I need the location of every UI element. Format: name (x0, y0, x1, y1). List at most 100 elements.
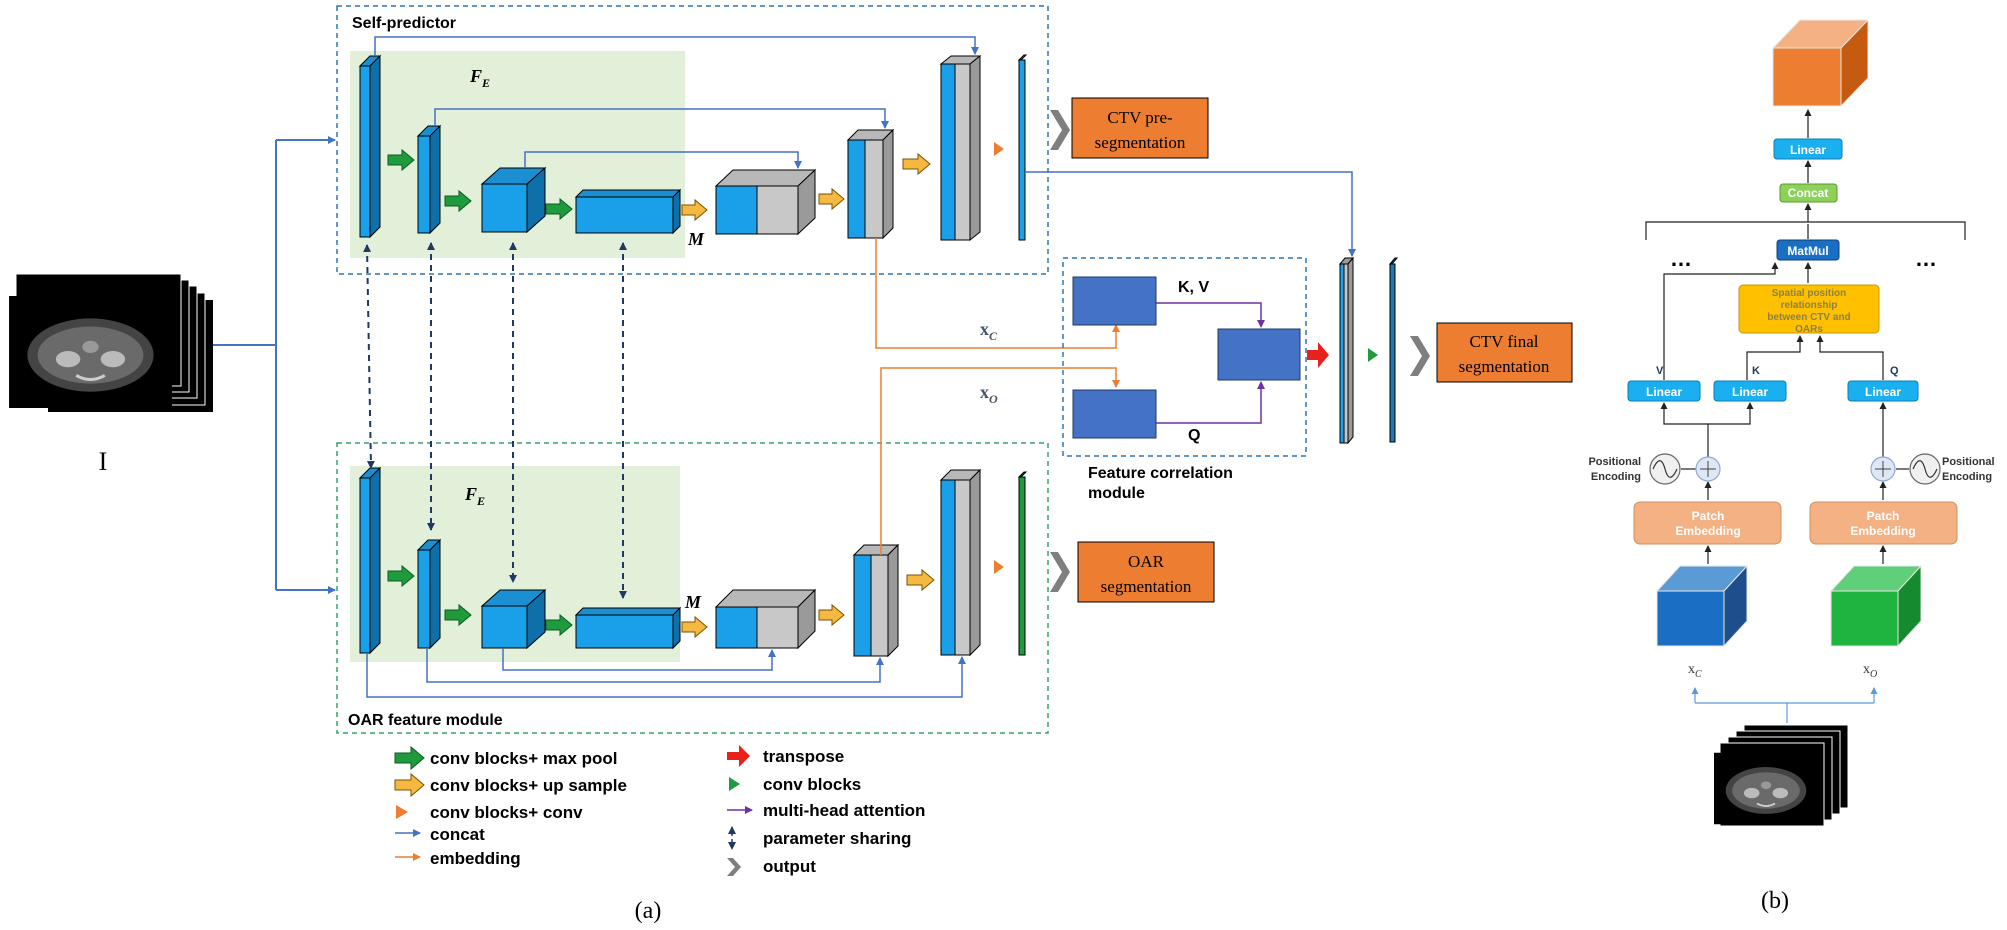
panel-b-label: (b) (1761, 888, 1789, 914)
svg-text:Linear: Linear (1790, 143, 1826, 157)
xc-label-b: xC (1688, 662, 1702, 680)
svg-text:OARs: OARs (1795, 324, 1823, 335)
panel-b-output-cube (1771, 18, 1870, 108)
panel-a-label: (a) (635, 898, 662, 924)
legend-item: transpose (763, 747, 844, 766)
patch-embedding-left: Patch Embedding (1633, 501, 1782, 545)
self-predictor-decoder (714, 54, 1028, 242)
self-predictor-flow-arrows (387, 142, 1004, 222)
input-label: I (99, 447, 108, 476)
legend-item: conv blocks+ up sample (430, 776, 627, 795)
xc-cube (1655, 564, 1749, 648)
svg-text:MatMul: MatMul (1787, 244, 1828, 258)
self-predictor-fe-label: FE (469, 66, 490, 90)
svg-text:Linear: Linear (1732, 385, 1768, 399)
legend-item: conv blocks (763, 775, 861, 794)
legend-upsample-icon (394, 772, 425, 798)
xo-cube (1829, 564, 1923, 648)
q-label-b: Q (1890, 365, 1899, 377)
pos-enc-left-1: Positional (1588, 456, 1641, 468)
attention-wiring (1663, 262, 1884, 380)
feature-correlation-blocks (1072, 276, 1301, 439)
legend-transpose-icon (727, 745, 750, 767)
attention-connections (1156, 302, 1265, 424)
legend-item: conv blocks+ max pool (430, 749, 618, 768)
linear-v-box: Linear (1627, 380, 1701, 402)
embedding-xo-label: xO (980, 382, 998, 406)
oar-module-title: OAR feature module (348, 712, 503, 729)
head-aggregation-lines (1645, 203, 1966, 240)
pos-enc-right-2: Encoding (1942, 471, 1992, 483)
input-split-arrows (213, 136, 336, 594)
matmul-box: MatMul (1776, 239, 1840, 261)
svg-text:Linear: Linear (1865, 385, 1901, 399)
pos-enc-left-2: Encoding (1591, 471, 1641, 483)
feature-correlation-title-1: Feature correlation (1088, 465, 1233, 482)
legend: conv blocks+ max pool conv blocks+ up sa… (394, 745, 925, 876)
oar-segmentation-box: OAR segmentation (1077, 541, 1215, 603)
transpose-arrow (1307, 342, 1329, 368)
oar-module-flow-arrows (387, 560, 1004, 639)
pos-enc-right-1: Positional (1942, 456, 1995, 468)
svg-text:Spatial position: Spatial position (1772, 288, 1846, 299)
legend-item: parameter sharing (763, 829, 911, 848)
svg-text:relationship: relationship (1781, 300, 1838, 311)
legend-item: embedding (430, 849, 521, 868)
svg-text:segmentation: segmentation (1459, 357, 1550, 376)
legend-conv-icon (396, 805, 408, 819)
concat-box: Concat (1779, 183, 1838, 203)
self-predictor-title: Self-predictor (352, 15, 456, 32)
linear-top-box: Linear (1773, 138, 1843, 160)
q-label: Q (1188, 427, 1200, 444)
svg-text:between CTV and: between CTV and (1767, 312, 1850, 323)
ctv-pre-segmentation-box: CTV pre- segmentation (1071, 97, 1209, 159)
oar-module-box (336, 442, 1049, 734)
legend-item: multi-head attention (763, 801, 925, 820)
parameter-sharing-arrows (363, 242, 627, 599)
oar-module-encoder (358, 466, 682, 655)
svg-text:Embedding: Embedding (1850, 524, 1915, 538)
svg-text:segmentation: segmentation (1095, 133, 1186, 152)
ellipsis-right: … (1915, 246, 1937, 271)
legend-convblock-icon (729, 777, 740, 791)
self-predictor-m-label: M (687, 229, 705, 249)
ctv-pre-concat-connection (1025, 171, 1356, 257)
kv-label: K, V (1178, 279, 1209, 296)
final-output-block (1388, 257, 1399, 443)
svg-text:OAR: OAR (1128, 552, 1165, 571)
k-label: K (1752, 365, 1760, 377)
final-conv-block-arrow (1368, 348, 1378, 362)
svg-text:Linear: Linear (1646, 385, 1682, 399)
oar-module-m-label: M (684, 592, 702, 612)
legend-item: output (763, 857, 816, 876)
add-circle-right (1870, 456, 1896, 482)
ctv-final-segmentation-box: CTV final segmentation (1436, 322, 1573, 383)
legend-item: concat (430, 825, 485, 844)
embedding-xc-label: xC (980, 319, 998, 343)
oar-module-fe-label: FE (464, 484, 485, 508)
svg-text:Patch: Patch (1867, 509, 1900, 523)
svg-text:CTV pre-: CTV pre- (1107, 108, 1173, 127)
self-predictor-box (336, 5, 1049, 275)
svg-text:Patch: Patch (1692, 509, 1725, 523)
pos-enc-wiring (1660, 402, 1909, 500)
input-to-cubes-arrows (1691, 687, 1878, 723)
patch-embedding-right: Patch Embedding (1809, 501, 1958, 545)
v-label: V (1656, 365, 1664, 377)
sine-circle-left (1649, 453, 1681, 485)
output-chevrons (1050, 110, 1430, 592)
sine-circle-right (1909, 453, 1941, 485)
cube-to-patch-arrows (1704, 545, 1887, 564)
panel-b-input-stack (1714, 724, 1849, 827)
oar-module-skip-connections (366, 648, 966, 698)
svg-text:Embedding: Embedding (1675, 524, 1740, 538)
linear-q-box: Linear (1847, 380, 1919, 402)
add-circle-left (1695, 456, 1721, 482)
self-predictor-skip-connections (374, 36, 979, 169)
legend-output-icon (727, 858, 741, 876)
svg-text:CTV final: CTV final (1469, 332, 1538, 351)
oar-module-decoder (714, 468, 1028, 658)
feature-correlation-box (1062, 257, 1307, 457)
legend-item: conv blocks+ conv (430, 803, 583, 822)
